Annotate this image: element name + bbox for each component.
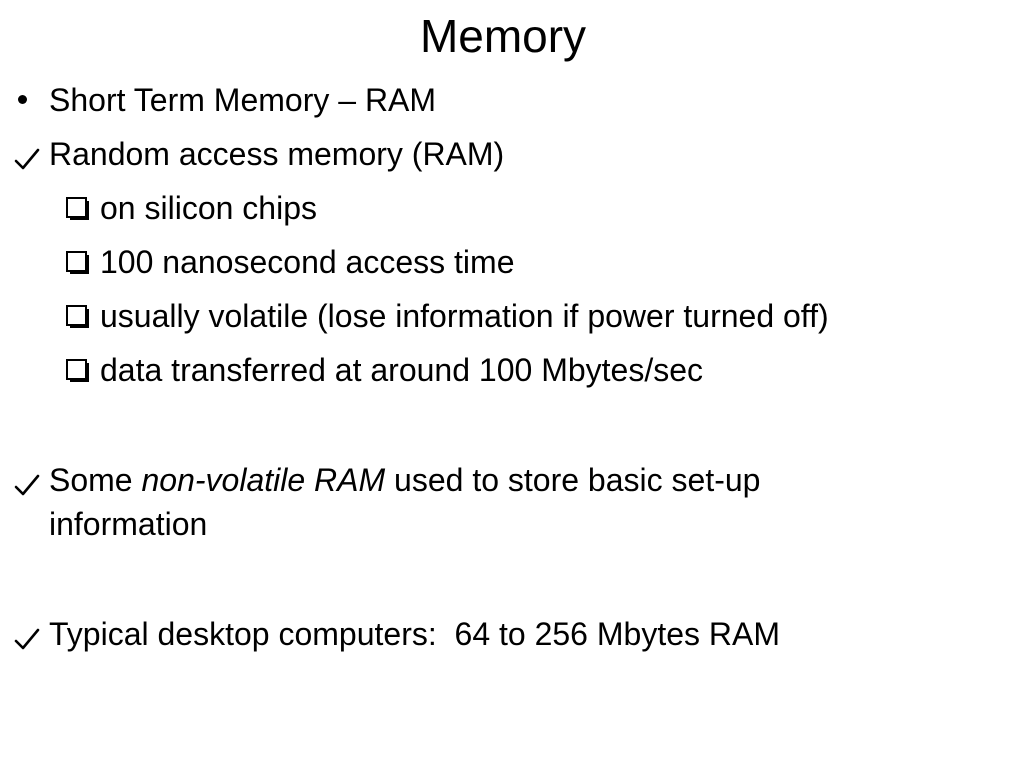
- list-item: Some non-volatile RAM used to store basi…: [14, 458, 899, 546]
- bullet-dot-icon: [14, 78, 49, 122]
- list-item: Short Term Memory – RAM: [14, 78, 949, 122]
- list-item-text: Short Term Memory – RAM: [49, 82, 437, 118]
- shadowed-square-icon: [64, 294, 100, 338]
- emphasis-text: non-volatile RAM: [141, 462, 386, 498]
- checkmark-icon: [14, 458, 49, 502]
- list-item: Typical desktop computers: 64 to 256 Mby…: [14, 612, 949, 656]
- shadowed-square-icon: [64, 240, 100, 284]
- list-item: Random access memory (RAM): [14, 132, 949, 176]
- checkmark-icon: [14, 612, 49, 656]
- list-item-text: Random access memory (RAM): [49, 136, 505, 172]
- list-item-text: Typical desktop computers: 64 to 256 Mby…: [49, 616, 780, 652]
- shadowed-square-icon: [64, 348, 100, 392]
- checkmark-icon: [14, 132, 49, 176]
- list-item: on silicon chips: [64, 186, 317, 230]
- list-item: usually volatile (lose information if po…: [64, 294, 829, 338]
- list-item: data transferred at around 100 Mbytes/se…: [64, 348, 703, 392]
- list-item-text: data transferred at around 100 Mbytes/se…: [100, 352, 704, 388]
- list-item-text: usually volatile (lose information if po…: [100, 298, 829, 334]
- list-item-text: 100 nanosecond access time: [100, 244, 515, 280]
- list-item: 100 nanosecond access time: [64, 240, 514, 284]
- shadowed-square-icon: [64, 186, 100, 230]
- list-item-text: Some non-volatile RAM used to store basi…: [49, 462, 761, 542]
- slide-title: Memory: [419, 10, 587, 62]
- list-item-text: on silicon chips: [100, 190, 317, 226]
